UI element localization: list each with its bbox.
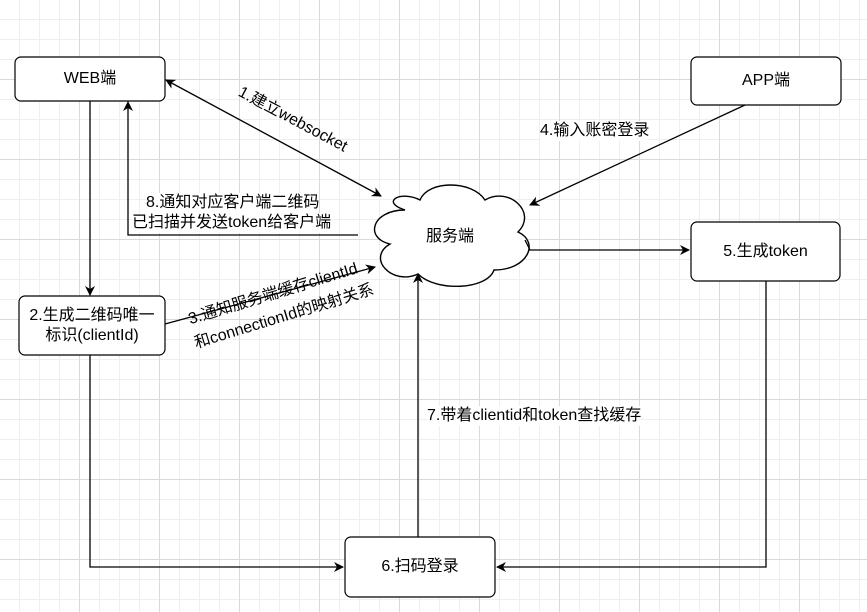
gen-qr-node-label: 2.生成二维码唯一标识(clientId) [29,306,155,344]
gen-token-node-label: 5.生成token [723,242,808,260]
server-node-label: 服务端 [425,228,474,245]
edge-8-label-line2: 已扫描并发送token给客户端 [132,213,332,233]
edge-token-to-scan-arrow [496,281,767,572]
edge-server-to-token-arrow [524,239,690,255]
edge-7-label: 7.带着clientid和token查找缓存 [427,406,642,426]
scan-login-node-label: 6.扫码登录 [381,558,459,575]
edge-1-arrow [165,79,382,197]
scan-login-box [344,536,496,598]
edge-3-arrow [164,264,376,325]
edge-4-label: 4.输入账密登录 [540,121,650,141]
web-node-label: WEB端 [63,70,117,87]
edge-8-label-line1: 8.通知对应客户端二维码 [146,193,320,213]
edge-qr-to-scan-arrow [89,355,344,572]
app-node-label: APP端 [741,72,791,89]
server-cloud [373,184,530,287]
edge-4-arrow [529,104,746,206]
gen-qr-box [18,295,166,356]
app-box [690,56,842,106]
edge-8-arrow [123,101,358,236]
